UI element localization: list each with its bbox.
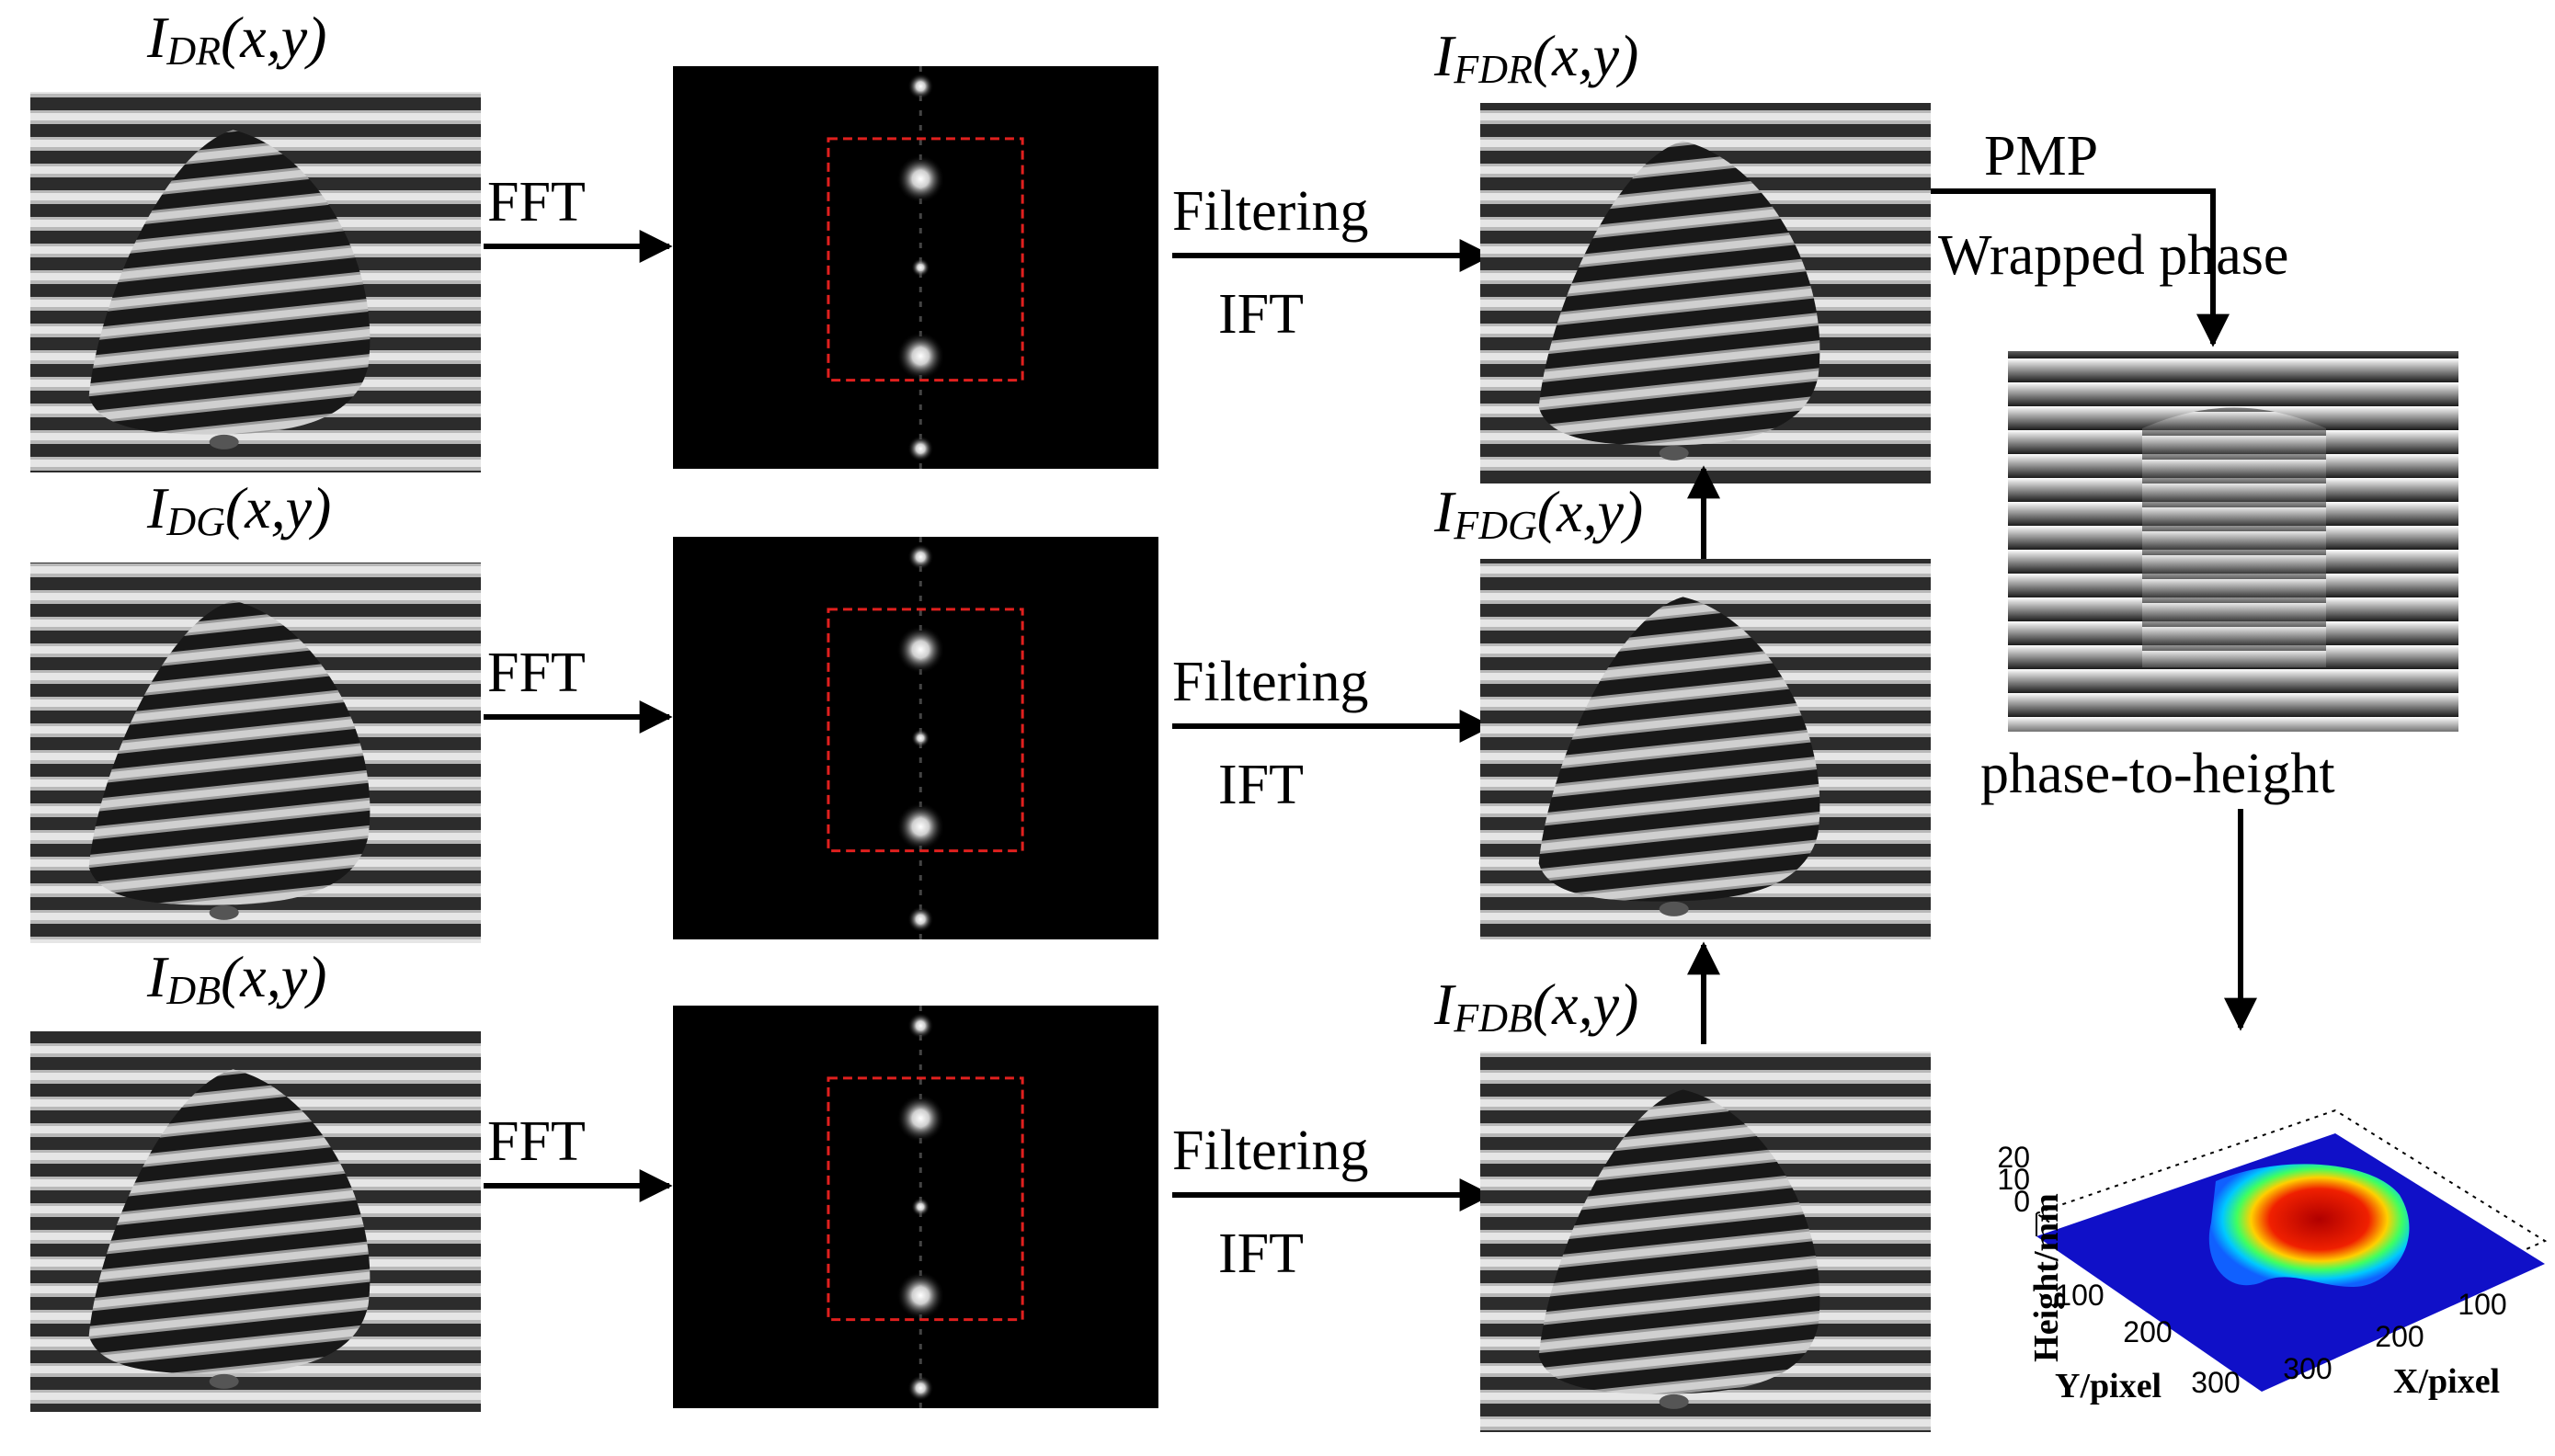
output-label-0: IFDR(x,y) bbox=[1433, 23, 1638, 92]
spectrum-peak bbox=[896, 332, 945, 381]
input-fringe-image-1 bbox=[30, 563, 481, 943]
output-fringe-image-2 bbox=[1480, 1052, 1931, 1432]
input-label-0: IDR(x,y) bbox=[146, 5, 326, 74]
fft-label-0: FFT bbox=[487, 171, 586, 233]
y-axis-label: Y/pixel bbox=[2055, 1367, 2161, 1405]
x-tick-1: 200 bbox=[2375, 1320, 2424, 1353]
object-fringes bbox=[88, 600, 371, 905]
object-shadow bbox=[209, 434, 239, 449]
spectrum-image-1 bbox=[673, 537, 1158, 939]
object-fringes bbox=[88, 1069, 371, 1374]
object-shadow bbox=[209, 1373, 239, 1389]
y-tick-1: 200 bbox=[2123, 1315, 2172, 1348]
x-tick-0: 100 bbox=[2458, 1288, 2506, 1321]
y-tick-2: 300 bbox=[2191, 1366, 2240, 1399]
wrapped-phase-label: Wrapped phase bbox=[1938, 224, 2288, 287]
height-surface bbox=[2208, 1164, 2410, 1287]
z-tick-2: 0 bbox=[2013, 1185, 2030, 1218]
pmp-label: PMP bbox=[1984, 125, 2098, 188]
x-axis-label: X/pixel bbox=[2393, 1362, 2500, 1401]
ift-label-2: IFT bbox=[1218, 1223, 1304, 1285]
z-tick-1: 10 bbox=[1997, 1163, 2030, 1196]
object-fringes bbox=[1538, 141, 1820, 446]
output-label-2: IFDB(x,y) bbox=[1433, 972, 1638, 1041]
wrapped-phase-image bbox=[2008, 351, 2458, 732]
y-tick-0: 100 bbox=[2055, 1279, 2104, 1312]
pmp-arrow bbox=[1931, 188, 2230, 347]
output-label-1: IFDG(x,y) bbox=[1433, 479, 1643, 548]
spectrum-peak bbox=[896, 1094, 945, 1143]
filtering-label-1: Filtering bbox=[1172, 651, 1369, 713]
filter-window bbox=[827, 1076, 1024, 1322]
object-shadow bbox=[1659, 901, 1689, 916]
z-axis-label: Height/mm bbox=[2027, 1193, 2066, 1362]
x-tick-2: 300 bbox=[2283, 1352, 2332, 1385]
spectrum-peak bbox=[907, 436, 934, 462]
spectrum-peak bbox=[896, 802, 945, 851]
object-fringes bbox=[1538, 1089, 1820, 1394]
object-shadow bbox=[1659, 445, 1689, 461]
input-label-1: IDG(x,y) bbox=[146, 475, 331, 544]
spectrum-image-2 bbox=[673, 1006, 1158, 1408]
filtering-label-2: Filtering bbox=[1172, 1120, 1369, 1182]
spectrum-peak bbox=[907, 543, 934, 570]
input-fringe-image-2 bbox=[30, 1031, 481, 1412]
spectrum-peak bbox=[896, 625, 945, 674]
fft-label-1: FFT bbox=[487, 642, 586, 704]
object-fringes bbox=[1538, 597, 1820, 902]
object-shadow bbox=[209, 904, 239, 920]
object-fringes bbox=[88, 130, 371, 435]
object-shadow bbox=[1659, 1393, 1689, 1409]
spectrum-image-0 bbox=[673, 66, 1158, 469]
output-fringe-image-1 bbox=[1480, 559, 1931, 939]
spectrum-peak bbox=[911, 1198, 930, 1216]
spectrum-peak bbox=[911, 258, 930, 277]
spectrum-peak bbox=[907, 1012, 934, 1039]
filter-window bbox=[827, 608, 1024, 853]
z-tick-0: 20 bbox=[1997, 1141, 2030, 1174]
phase-to-height-label: phase-to-height bbox=[1980, 743, 2335, 805]
spectrum-peak bbox=[907, 73, 934, 99]
filtering-label-0: Filtering bbox=[1172, 180, 1369, 243]
spectrum-peak bbox=[896, 1271, 945, 1320]
spectrum-peak bbox=[896, 154, 945, 203]
spectrum-peak bbox=[907, 1375, 934, 1402]
plot-box-top bbox=[2034, 1109, 2548, 1370]
output-fringe-image-0 bbox=[1480, 103, 1931, 483]
spectrum-peak bbox=[907, 906, 934, 933]
spectrum-peak bbox=[911, 729, 930, 747]
fft-label-2: FFT bbox=[487, 1110, 586, 1173]
filter-window bbox=[827, 137, 1024, 382]
input-fringe-image-0 bbox=[30, 92, 481, 472]
input-label-2: IDB(x,y) bbox=[146, 944, 326, 1013]
wrapped-phase-object bbox=[2142, 407, 2326, 667]
ift-label-0: IFT bbox=[1218, 283, 1304, 346]
ift-label-1: IFT bbox=[1218, 754, 1304, 816]
